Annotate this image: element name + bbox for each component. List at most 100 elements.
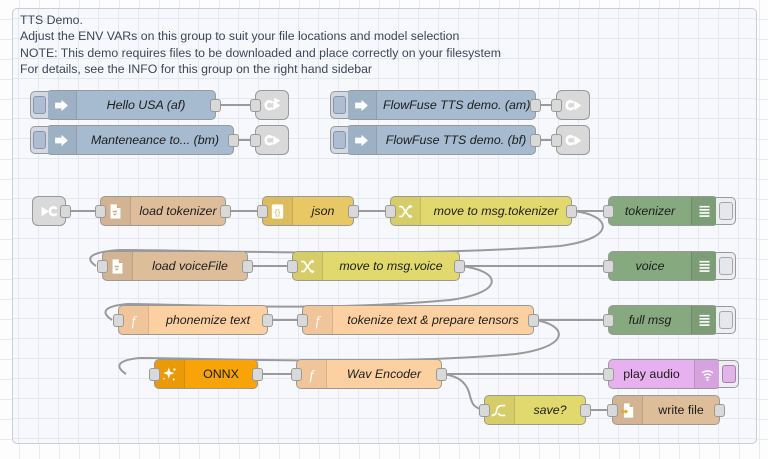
node-link-out-1[interactable] xyxy=(250,90,289,120)
inject-trigger-button[interactable] xyxy=(330,91,348,119)
onnx-sparkle-icon xyxy=(155,360,185,388)
output-port[interactable] xyxy=(252,368,263,381)
output-port[interactable] xyxy=(530,134,541,147)
input-port[interactable] xyxy=(257,205,268,218)
debug-toggle-pad xyxy=(718,311,733,329)
node-load-tokenizer[interactable]: load tokenizer xyxy=(95,196,231,226)
node-label: Hello USA (af) xyxy=(106,98,186,112)
input-port[interactable] xyxy=(97,260,108,273)
svg-text:f: f xyxy=(316,313,322,329)
node-label: play audio xyxy=(623,367,680,381)
input-port[interactable] xyxy=(551,134,562,147)
input-port[interactable] xyxy=(479,404,490,417)
input-port[interactable] xyxy=(385,205,396,218)
debug-toggle-button[interactable] xyxy=(716,197,736,225)
node-write-file[interactable]: write file xyxy=(607,395,725,425)
input-port[interactable] xyxy=(250,99,261,112)
svg-text:f: f xyxy=(132,313,138,329)
output-port[interactable] xyxy=(242,260,253,273)
node-inject-maintenance[interactable]: Manteneance to... (bm) xyxy=(30,125,239,155)
input-port[interactable] xyxy=(113,314,124,327)
link-out-icon xyxy=(264,97,280,110)
node-label: move to msg.tokenizer xyxy=(433,204,559,218)
output-port[interactable] xyxy=(530,99,541,112)
output-port[interactable] xyxy=(220,205,231,218)
output-port[interactable] xyxy=(228,134,239,147)
input-port[interactable] xyxy=(551,99,562,112)
output-port[interactable] xyxy=(580,404,591,417)
output-port[interactable] xyxy=(566,205,577,218)
inject-trigger-button[interactable] xyxy=(30,126,48,154)
node-save-switch[interactable]: save? xyxy=(479,395,591,425)
function-f-icon: f xyxy=(303,306,333,334)
node-debug-voice[interactable]: voice xyxy=(603,251,736,281)
input-port[interactable] xyxy=(250,134,261,147)
link-out-icon xyxy=(565,99,581,110)
node-onnx[interactable]: ONNX xyxy=(149,359,263,389)
node-tokenize-prepare-tensors[interactable]: f tokenize text & prepare tensors xyxy=(297,305,539,335)
inject-button-pad xyxy=(333,131,346,149)
debug-toggle-button[interactable] xyxy=(716,252,736,280)
node-wav-encoder[interactable]: f Wav Encoder xyxy=(291,359,447,389)
node-inject-hello-usa[interactable]: Hello USA (af) xyxy=(30,90,221,120)
input-port[interactable] xyxy=(287,260,298,273)
node-inject-bf[interactable]: FlowFuse TTS demo. (bf) xyxy=(330,125,541,155)
inject-trigger-button[interactable] xyxy=(30,91,48,119)
output-port[interactable] xyxy=(262,314,273,327)
inject-button-pad xyxy=(333,96,346,114)
output-port[interactable] xyxy=(60,205,71,218)
node-link-in-1[interactable] xyxy=(32,196,71,226)
node-load-voicefile[interactable]: load voiceFile xyxy=(97,251,253,281)
play-audio-toggle-pad xyxy=(721,365,736,383)
node-label: json xyxy=(311,204,335,218)
input-port[interactable] xyxy=(603,314,614,327)
node-phonemize-text[interactable]: f phonemize text xyxy=(113,305,273,335)
node-link-out-2[interactable] xyxy=(250,125,289,155)
output-port[interactable] xyxy=(528,314,539,327)
node-link-out-4[interactable] xyxy=(551,125,590,155)
input-port[interactable] xyxy=(603,368,614,381)
inject-button-pad xyxy=(33,131,46,149)
input-port[interactable] xyxy=(607,404,618,417)
node-inject-am[interactable]: FlowFuse TTS demo. (am) xyxy=(330,90,541,120)
node-label: write file xyxy=(658,403,704,417)
input-port[interactable] xyxy=(291,368,302,381)
output-port[interactable] xyxy=(714,404,725,417)
play-audio-toggle-button[interactable] xyxy=(719,360,739,388)
debug-toggle-button[interactable] xyxy=(716,306,736,334)
output-port[interactable] xyxy=(454,260,465,273)
file-in-icon xyxy=(101,197,131,225)
input-port[interactable] xyxy=(149,368,160,381)
output-port[interactable] xyxy=(436,368,447,381)
node-link-out-3[interactable] xyxy=(551,90,590,120)
node-play-audio[interactable]: play audio xyxy=(603,359,739,389)
inject-arrow-icon xyxy=(47,126,77,154)
inject-trigger-button[interactable] xyxy=(330,126,348,154)
node-debug-tokenizer[interactable]: tokenizer xyxy=(603,196,736,226)
input-port[interactable] xyxy=(95,205,106,218)
inject-arrow-icon xyxy=(347,91,377,119)
inject-arrow-icon xyxy=(347,126,377,154)
node-debug-full-msg[interactable]: full msg xyxy=(603,305,736,335)
debug-toggle-pad xyxy=(718,257,733,275)
node-json[interactable]: {} json xyxy=(257,196,359,226)
link-out-icon xyxy=(264,134,280,145)
link-in-icon xyxy=(41,205,57,216)
node-label: FlowFuse TTS demo. (bf) xyxy=(385,133,527,147)
input-port[interactable] xyxy=(603,205,614,218)
node-label: load voiceFile xyxy=(152,259,228,273)
function-f-icon: f xyxy=(119,306,149,334)
function-f-icon: f xyxy=(297,360,327,388)
input-port[interactable] xyxy=(603,260,614,273)
output-port[interactable] xyxy=(210,99,221,112)
output-port[interactable] xyxy=(348,205,359,218)
node-label: tokenizer xyxy=(624,204,676,218)
input-port[interactable] xyxy=(297,314,308,327)
node-label: save? xyxy=(533,403,567,417)
node-move-to-msg-voice[interactable]: move to msg.voice xyxy=(287,251,465,281)
node-move-to-msg-tokenizer[interactable]: move to msg.tokenizer xyxy=(385,196,577,226)
file-in-icon xyxy=(103,252,133,280)
node-label: load tokenizer xyxy=(139,204,217,218)
switch-icon xyxy=(485,396,515,424)
